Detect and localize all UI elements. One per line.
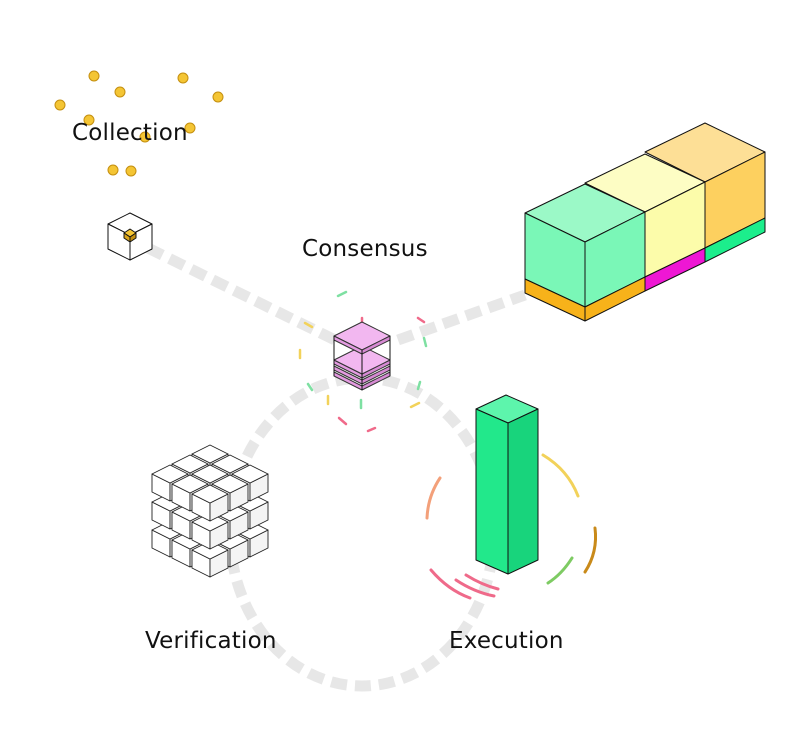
collection-cube-icon bbox=[107, 212, 153, 261]
execution-arcs bbox=[425, 453, 597, 600]
collection-dot bbox=[114, 86, 126, 98]
block-chain-icon bbox=[524, 122, 766, 322]
collection-dots bbox=[54, 70, 224, 177]
collection-dot bbox=[54, 99, 66, 111]
collection-consensus-track bbox=[145, 243, 338, 345]
verification-cube-cluster-icon bbox=[151, 444, 269, 578]
consensus-stack-icon bbox=[298, 290, 428, 433]
collection-dot bbox=[212, 91, 224, 103]
collection-dot bbox=[184, 122, 196, 134]
collection-dot bbox=[107, 164, 119, 176]
verification-label: Verification bbox=[145, 628, 277, 654]
verification-cube bbox=[191, 540, 229, 578]
execution-bar-icon bbox=[425, 394, 597, 600]
collection-dot bbox=[83, 114, 95, 126]
execution-label: Execution bbox=[449, 628, 564, 654]
verification-cube bbox=[191, 512, 229, 550]
verification-cube bbox=[191, 484, 229, 522]
collection-dot bbox=[139, 131, 151, 143]
collection-label: Collection bbox=[72, 120, 188, 146]
collection-dot bbox=[177, 72, 189, 84]
collection-dot bbox=[125, 165, 137, 177]
consensus-label: Consensus bbox=[302, 236, 428, 262]
collection-dot bbox=[88, 70, 100, 82]
